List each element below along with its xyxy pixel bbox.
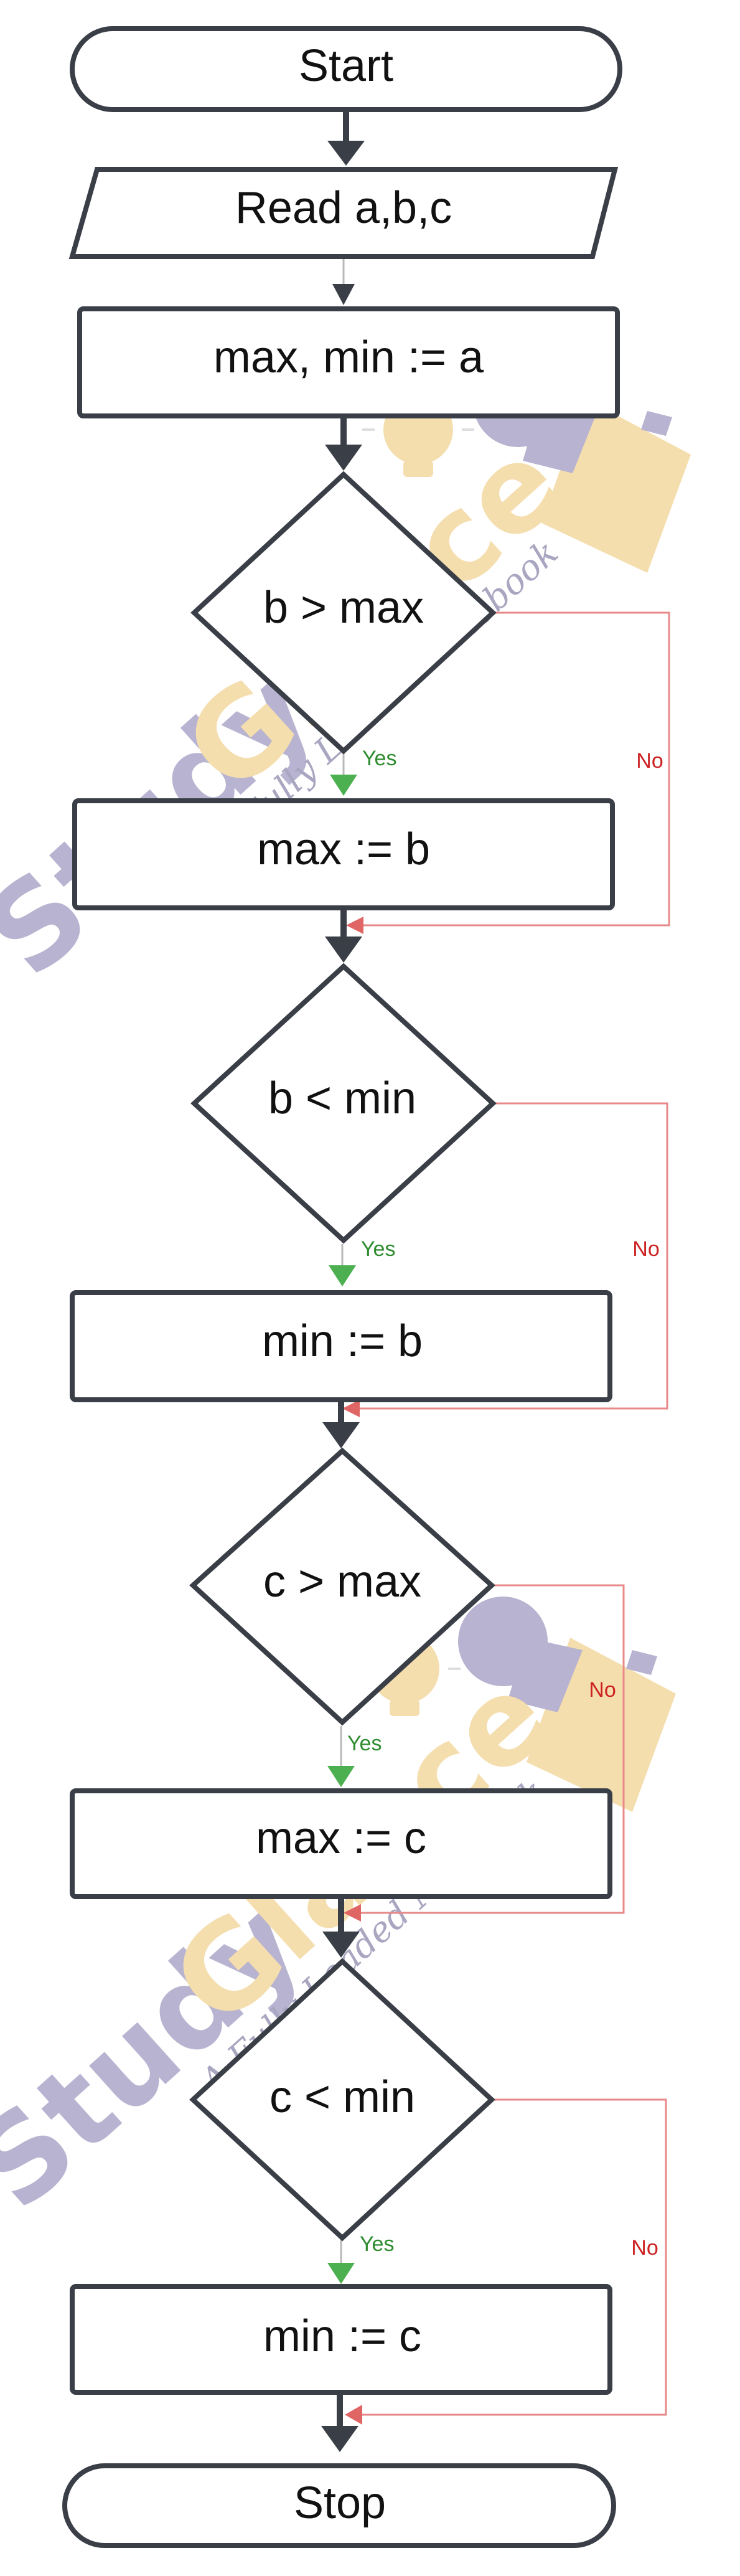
connector-assign2-cond3: [322, 1400, 360, 1448]
read-input-parallelogram: Read a,b,c: [68, 167, 619, 259]
connector-cond2-yes: Yes: [329, 1237, 395, 1286]
no-label: No: [636, 749, 663, 773]
yes-label: Yes: [347, 1732, 382, 1755]
start-label: Start: [299, 41, 393, 91]
connector-start-read: [327, 110, 365, 166]
assign1-label: max := b: [257, 824, 430, 874]
box-icon: [508, 1638, 676, 1812]
cond4-label: c < min: [269, 2072, 415, 2122]
connector-cond4-no: No: [345, 2098, 667, 2425]
assign-max-b-box: max := b: [72, 798, 615, 910]
stop-label: Stop: [294, 2478, 386, 2528]
connector-assign3-cond4: [322, 1897, 360, 1958]
assign4-label: min := c: [263, 2311, 421, 2361]
connector-cond4-yes: Yes: [327, 2232, 394, 2284]
no-label: No: [589, 1678, 616, 1702]
yes-label: Yes: [360, 2232, 394, 2256]
no-label: No: [632, 1237, 659, 1261]
connector-cond1-no: No: [346, 611, 670, 934]
cond1-label: b > max: [263, 583, 424, 633]
cond2-label: b < min: [268, 1073, 416, 1123]
stop-terminal: Stop: [62, 2463, 616, 2548]
no-label: No: [631, 2236, 658, 2260]
assign-min-b-box: min := b: [70, 1290, 612, 1402]
assign-max-c-box: max := c: [70, 1788, 612, 1899]
decision-b-lt-min: b < min: [190, 963, 497, 1244]
connector-read-init: [332, 257, 355, 305]
assign3-label: max := c: [256, 1813, 426, 1863]
decision-c-gt-max: c > max: [189, 1447, 495, 1726]
connector-cond1-yes: Yes: [330, 747, 396, 796]
read-label: Read a,b,c: [235, 183, 452, 233]
assign-min-c-box: min := c: [70, 2284, 612, 2395]
cond3-label: c > max: [263, 1557, 421, 1606]
init-label: max, min := a: [213, 333, 484, 382]
connector-cond3-no: No: [344, 1584, 625, 1922]
connector-assign4-stop: [321, 2392, 358, 2452]
connector-init-cond1: [325, 416, 362, 471]
connector-cond2-no: No: [342, 1102, 668, 1417]
decision-c-lt-min: c < min: [189, 1958, 495, 2242]
init-process-box: max, min := a: [77, 306, 620, 418]
connector-assign1-cond2: [325, 908, 362, 963]
yes-label: Yes: [361, 1237, 395, 1261]
connector-cond3-yes: Yes: [327, 1726, 382, 1787]
decision-b-gt-max: b > max: [190, 471, 497, 755]
yes-label: Yes: [362, 747, 396, 770]
start-terminal: Start: [70, 26, 622, 112]
assign2-label: min := b: [262, 1316, 423, 1366]
